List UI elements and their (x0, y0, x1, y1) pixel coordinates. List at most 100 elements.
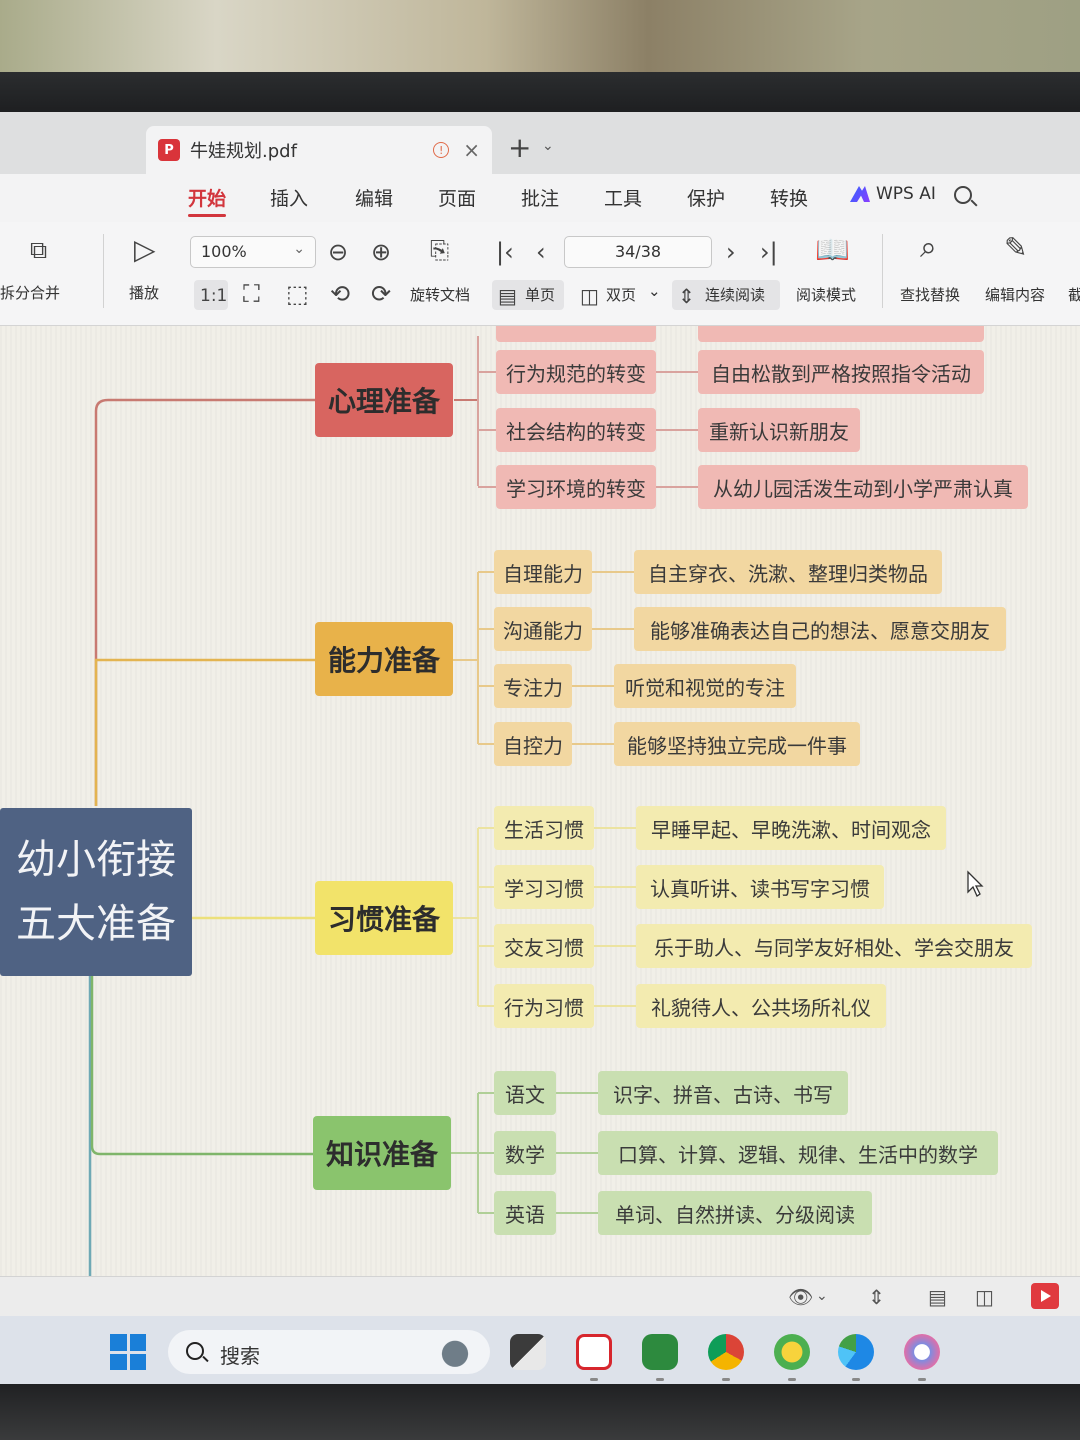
pdf-file-icon: P (158, 139, 180, 161)
mindmap-detail: 听觉和视觉的专注 (614, 664, 796, 708)
root-line-1: 幼小衔接 (16, 837, 176, 883)
mindmap-item: 生活习惯 (494, 806, 594, 850)
zoom-value: 100% (201, 242, 247, 261)
taskbar-app-icon[interactable] (904, 1334, 940, 1370)
toolbar: ⧉ 拆分合并 ▷ 播放 100% ⌄ ⊖ ⊕ ⎘ 1:1 ⛶ ⬚ ⟲ ⟳ 旋转文… (0, 222, 1080, 326)
mindmap-detail: 早睡早起、早晚洗漱、时间观念 (636, 806, 946, 850)
mindmap-detail: 礼貌待人、公共场所礼仪 (636, 984, 886, 1028)
tab-bar: P 牛娃规划.pdf ! × + ⌄ (0, 112, 1080, 174)
continuous-view-icon[interactable]: ⇕ (868, 1285, 885, 1309)
mindmap-detail: 自由松散到严格按照指令活动 (698, 350, 984, 394)
zoom-select[interactable]: 100% ⌄ (190, 236, 316, 268)
category-knowledge: 知识准备 (313, 1116, 451, 1190)
running-indicator (852, 1378, 860, 1381)
divider (882, 234, 883, 308)
mindmap-item: 学习习惯 (494, 865, 594, 909)
rotate-document-button[interactable]: 旋转文档 (410, 286, 471, 304)
mindmap-node-cut (698, 326, 984, 342)
document-view[interactable]: 幼小衔接 五大准备 心理准备 能力准备 习惯准备 知识准备 行为规范的转变 自由… (0, 326, 1080, 1276)
chevron-down-icon[interactable]: ⌄ (816, 1288, 828, 1304)
running-indicator (656, 1378, 664, 1381)
running-indicator (918, 1378, 926, 1381)
divider (103, 234, 104, 308)
running-indicator (722, 1378, 730, 1381)
actual-size-button[interactable] (194, 280, 228, 310)
mindmap-item: 自控力 (494, 722, 572, 766)
double-page-button[interactable]: 双页 (606, 286, 637, 304)
evernote-icon[interactable] (642, 1334, 678, 1370)
monitor-bezel-top (0, 72, 1080, 118)
menu-convert[interactable]: 转换 (770, 188, 809, 210)
double-view-icon[interactable]: ◫ (975, 1285, 994, 1309)
menu-start[interactable]: 开始 (188, 188, 227, 210)
chrome-icon[interactable] (708, 1334, 744, 1370)
category-habit: 习惯准备 (315, 881, 453, 955)
rotate-left-icon[interactable]: ⟲ (330, 280, 351, 308)
wps-ai-button[interactable]: WPS AI (850, 184, 936, 204)
menu-edit[interactable]: 编辑 (355, 188, 394, 210)
find-replace-button[interactable]: 查找替换 (900, 286, 961, 304)
mouse-cursor-icon (967, 870, 984, 897)
mindmap-detail: 从幼儿园活泼生动到小学严肃认真 (698, 465, 1028, 509)
mindmap-connectors (88, 336, 698, 1276)
truncated-tool-label[interactable]: 截 (1068, 286, 1080, 304)
split-merge-icon: ⧉ (30, 236, 48, 264)
mindmap-item: 行为习惯 (494, 984, 594, 1028)
previous-page-icon[interactable]: ‹ (536, 238, 546, 266)
monitor-bezel-bottom (0, 1384, 1080, 1440)
menu-insert[interactable]: 插入 (270, 188, 309, 210)
double-page-icon: ◫ (580, 284, 599, 308)
single-view-icon[interactable]: ▤ (928, 1285, 947, 1309)
single-page-button[interactable] (492, 280, 564, 310)
continuous-read-button[interactable] (672, 280, 780, 310)
search-icon[interactable] (954, 186, 972, 204)
mindmap-detail: 识字、拼音、古诗、书写 (598, 1071, 848, 1115)
mindmap-item: 交友习惯 (494, 924, 594, 968)
menu-annotate[interactable]: 批注 (521, 188, 560, 210)
active-tab-indicator (188, 214, 226, 217)
split-merge-button[interactable]: 拆分合并 (0, 284, 61, 302)
chevron-down-icon[interactable]: ⌄ (542, 138, 554, 154)
zoom-out-icon[interactable]: ⊖ (328, 238, 349, 266)
play-button[interactable]: 播放 (129, 284, 160, 302)
rotate-right-icon[interactable]: ⟳ (371, 280, 392, 308)
new-tab-button[interactable]: + (508, 131, 532, 164)
running-indicator (788, 1378, 796, 1381)
close-icon[interactable]: × (463, 138, 480, 162)
chevron-down-icon[interactable]: ⌄ (648, 282, 661, 300)
mindmap-detail: 单词、自然拼读、分级阅读 (598, 1191, 872, 1235)
edit-content-icon: ✎ (1004, 231, 1028, 264)
read-mode-button[interactable]: 阅读模式 (796, 286, 857, 304)
fit-page-icon[interactable]: ⛶ (243, 280, 260, 308)
last-page-icon[interactable]: ›| (760, 238, 778, 266)
taskbar-app-icon[interactable] (510, 1334, 546, 1370)
mindmap-item: 语文 (494, 1071, 556, 1115)
edge-icon[interactable] (838, 1334, 874, 1370)
mindmap-item: 学习环境的转变 (496, 465, 656, 509)
next-page-icon[interactable]: › (726, 238, 736, 266)
windows-start-button[interactable] (110, 1334, 146, 1370)
taskbar-search-box[interactable]: 搜索 (168, 1330, 490, 1374)
play-slideshow-button[interactable] (1031, 1283, 1059, 1309)
menu-tools[interactable]: 工具 (604, 188, 643, 210)
screen: P 牛娃规划.pdf ! × + ⌄ 开始 插入 编辑 页面 批注 工具 保护 … (0, 112, 1080, 1386)
document-tab[interactable]: P 牛娃规划.pdf ! × (146, 126, 492, 174)
menu-protect[interactable]: 保护 (687, 188, 726, 210)
page-number-input[interactable]: 34/38 (564, 236, 712, 268)
status-bar: 👁 ⌄ ⇕ ▤ ◫ (0, 1276, 1080, 1316)
actual-size-icon: 1:1 (200, 286, 228, 306)
find-icon: ⌕ (920, 230, 937, 265)
eye-icon[interactable]: 👁 (788, 1285, 814, 1309)
fit-width-icon[interactable]: ⬚ (286, 280, 309, 308)
mindmap-item: 社会结构的转变 (496, 408, 656, 452)
edit-content-button[interactable]: 编辑内容 (985, 286, 1046, 304)
menu-page[interactable]: 页面 (438, 188, 477, 210)
wps-office-icon[interactable] (576, 1334, 612, 1370)
zoom-in-icon[interactable]: ⊕ (371, 238, 392, 266)
warning-icon[interactable]: ! (433, 142, 450, 158)
taskbar-app-icon[interactable] (774, 1334, 810, 1370)
first-page-icon[interactable]: |‹ (496, 238, 514, 266)
mindmap-detail: 能够坚持独立完成一件事 (614, 722, 860, 766)
tab-title: 牛娃规划.pdf (190, 141, 297, 162)
mindmap-item: 专注力 (494, 664, 572, 708)
